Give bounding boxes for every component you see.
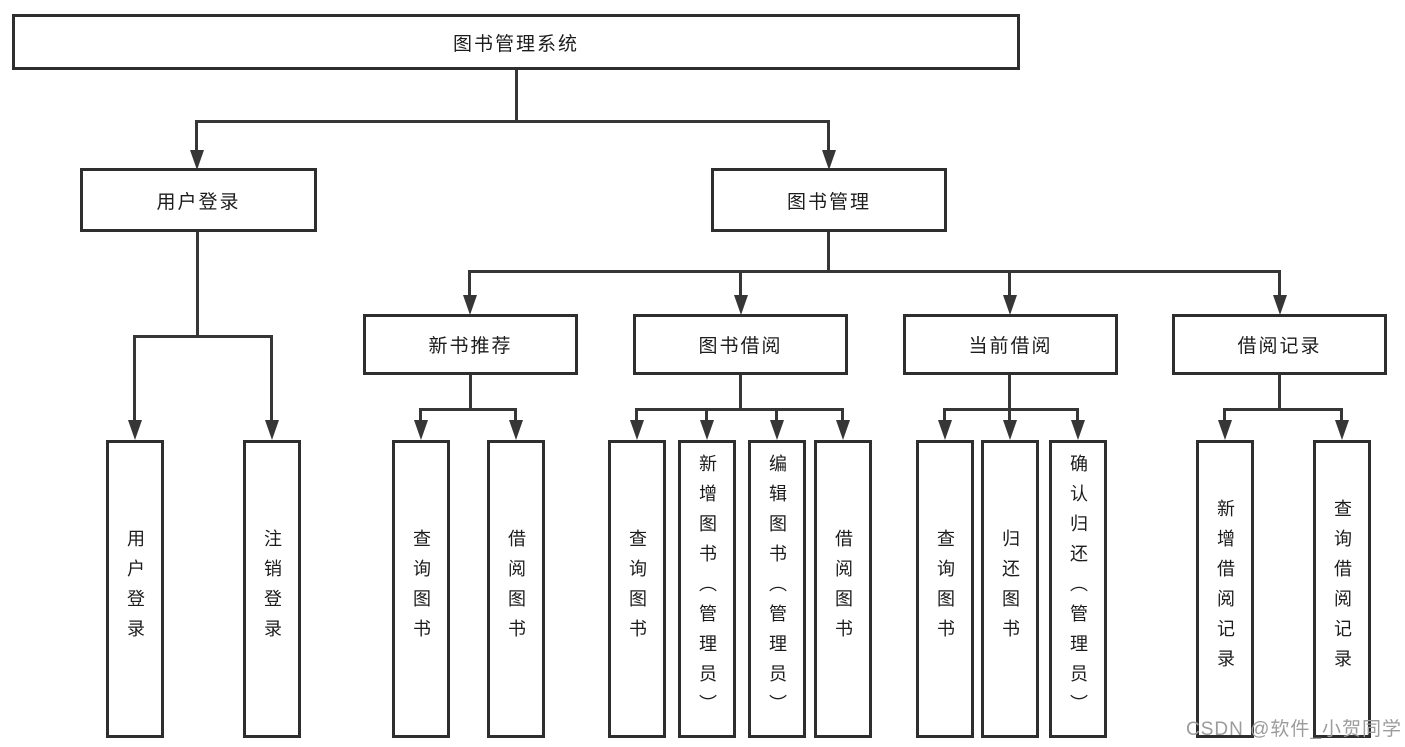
node-label: 借阅记录 (1237, 336, 1322, 357)
leaf-label: 注销登录 (262, 529, 282, 649)
connector-line (943, 408, 946, 423)
connector-line (1223, 408, 1226, 423)
leaf-label: 新增图书（管理员） (697, 454, 717, 724)
connector-line (1340, 408, 1343, 423)
arrow-head (836, 420, 850, 440)
connector-line (196, 232, 199, 335)
node-book-management: 图书管理 (711, 168, 947, 232)
connector-line (1278, 375, 1281, 408)
arrow-head (1003, 295, 1017, 315)
leaf-query-books-current: 查询图书 (916, 440, 974, 738)
connector-line (635, 408, 844, 411)
leaf-label: 查询图书 (627, 529, 647, 649)
leaf-logout: 注销登录 (243, 440, 301, 738)
arrow-head (128, 420, 142, 440)
arrow-head (1003, 420, 1017, 440)
connector-line (775, 408, 778, 423)
leaf-label: 借阅图书 (833, 529, 853, 649)
connector-line (1278, 270, 1281, 298)
leaf-label: 查询借阅记录 (1332, 499, 1352, 679)
leaf-query-books-recommend: 查询图书 (392, 440, 450, 738)
node-label: 图书管理系统 (452, 33, 579, 55)
arrow-head (1071, 420, 1085, 440)
arrow-head (190, 150, 204, 170)
connector-line (943, 408, 1079, 411)
arrow-head (1218, 420, 1232, 440)
node-borrowing-records: 借阅记录 (1172, 314, 1387, 375)
connector-line (468, 270, 1281, 273)
node-label: 图书借阅 (698, 336, 783, 357)
connector-line (841, 408, 844, 423)
arrow-head (822, 150, 836, 170)
arrow-head (414, 420, 428, 440)
arrow-head (630, 420, 644, 440)
node-label: 用户登录 (156, 191, 241, 213)
leaf-label: 编辑图书（管理员） (767, 454, 787, 724)
connector-line (270, 335, 273, 423)
arrow-head (463, 295, 477, 315)
connector-line (469, 375, 472, 408)
arrow-head (770, 420, 784, 440)
connector-line (1076, 408, 1079, 423)
leaf-return-books: 归还图书 (981, 440, 1039, 738)
leaf-label: 借阅图书 (506, 529, 526, 649)
connector-line (739, 375, 742, 408)
connector-line (419, 408, 422, 423)
connector-line (827, 120, 830, 153)
connector-line (133, 335, 136, 423)
node-label: 当前借阅 (968, 336, 1053, 357)
arrow-head (938, 420, 952, 440)
connector-line (635, 408, 638, 423)
connector-line (419, 408, 517, 411)
connector-line (515, 70, 518, 120)
arrow-head (1273, 295, 1287, 315)
connector-line (133, 335, 273, 338)
connector-line (1223, 408, 1343, 411)
connector-line (468, 270, 471, 298)
arrow-head (1335, 420, 1349, 440)
leaf-borrow-books: 借阅图书 (814, 440, 872, 738)
leaf-label: 查询图书 (935, 529, 955, 649)
connector-line (827, 232, 830, 270)
node-label: 新书推荐 (428, 336, 513, 357)
connector-line (1008, 408, 1011, 423)
leaf-borrow-books-recommend: 借阅图书 (487, 440, 545, 738)
leaf-user-login: 用户登录 (106, 440, 164, 738)
csdn-watermark: CSDN @软件_小贺同学 (1186, 719, 1402, 740)
connector-line (1008, 375, 1011, 408)
arrow-head (265, 420, 279, 440)
leaf-confirm-return-admin: 确认归还（管理员） (1049, 440, 1107, 738)
leaf-edit-books-admin: 编辑图书（管理员） (748, 440, 806, 738)
node-library-management-system: 图书管理系统 (12, 14, 1020, 70)
node-label: 图书管理 (786, 191, 871, 213)
leaf-query-borrow-record: 查询借阅记录 (1313, 440, 1371, 738)
leaf-add-books-admin: 新增图书（管理员） (678, 440, 736, 738)
node-user-login: 用户登录 (80, 168, 317, 232)
node-new-book-recommendation: 新书推荐 (363, 314, 578, 375)
leaf-label: 确认归还（管理员） (1068, 454, 1088, 724)
connector-line (195, 120, 198, 153)
connector-line (705, 408, 708, 423)
node-current-borrowing: 当前借阅 (903, 314, 1118, 375)
leaf-add-borrow-record: 新增借阅记录 (1196, 440, 1254, 738)
arrow-head (509, 420, 523, 440)
leaf-label: 查询图书 (411, 529, 431, 649)
connector-line (514, 408, 517, 423)
leaf-query-books-borrowing: 查询图书 (608, 440, 666, 738)
leaf-label: 新增借阅记录 (1215, 499, 1235, 679)
connector-line (1008, 270, 1011, 298)
leaf-label: 用户登录 (125, 529, 145, 649)
connector-line (196, 120, 830, 123)
leaf-label: 归还图书 (1000, 529, 1020, 649)
connector-line (739, 270, 742, 298)
arrow-head (700, 420, 714, 440)
node-book-borrowing: 图书借阅 (633, 314, 848, 375)
arrow-head (734, 295, 748, 315)
